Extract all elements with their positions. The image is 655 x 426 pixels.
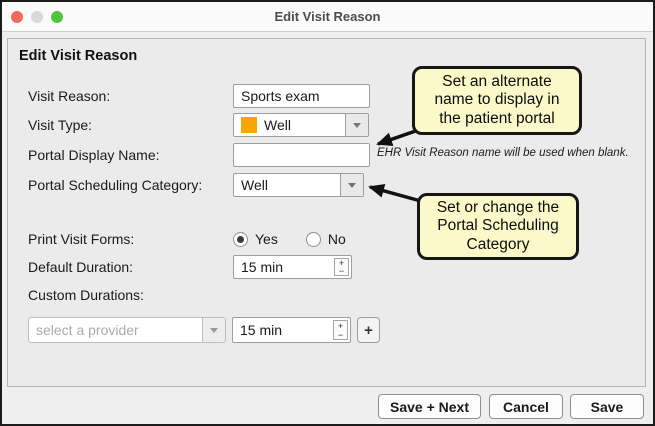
callout-portal-scheduling-category: Set or change the Portal Scheduling Cate…	[417, 193, 579, 260]
print-visit-forms-label: Print Visit Forms:	[28, 231, 135, 247]
chevron-down-icon	[353, 122, 361, 128]
custom-durations-label: Custom Durations:	[28, 287, 144, 303]
stepper-up-icon[interactable]: +	[337, 320, 344, 331]
visit-type-dropdown-button[interactable]	[345, 114, 368, 136]
chevron-down-icon	[210, 327, 218, 333]
radio-no[interactable]: No	[305, 231, 346, 247]
panel-heading: Edit Visit Reason	[19, 48, 138, 64]
visit-reason-input[interactable]	[233, 84, 370, 108]
window-title: Edit Visit Reason	[274, 9, 381, 24]
radio-no-label: No	[327, 231, 346, 247]
traffic-lights	[11, 11, 63, 23]
custom-duration-input[interactable]	[233, 318, 332, 342]
portal-display-name-input[interactable]	[233, 143, 370, 167]
radio-selected-icon[interactable]	[233, 231, 248, 247]
titlebar: Edit Visit Reason	[2, 2, 653, 32]
print-visit-forms-radio-group: Yes No	[233, 229, 346, 249]
provider-select-dropdown[interactable]: select a provider	[28, 317, 226, 343]
cancel-button[interactable]: Cancel	[489, 394, 563, 419]
visit-type-dropdown[interactable]: Well	[233, 113, 369, 137]
chevron-down-icon	[348, 182, 356, 188]
provider-select-dropdown-button[interactable]	[202, 318, 225, 342]
portal-scheduling-category-label: Portal Scheduling Category:	[28, 177, 203, 193]
visit-type-color-swatch	[241, 117, 257, 133]
save-button[interactable]: Save	[570, 394, 644, 419]
stepper-up-icon[interactable]: +	[338, 258, 345, 268]
provider-select-placeholder: select a provider	[36, 322, 139, 338]
portal-scheduling-category-dropdown[interactable]: Well	[233, 173, 364, 197]
edit-visit-reason-panel: Edit Visit Reason Visit Reason: Visit Ty…	[7, 38, 646, 387]
stepper-down-icon[interactable]: −	[337, 329, 344, 340]
default-duration-input[interactable]	[234, 256, 333, 278]
close-window-icon[interactable]	[11, 11, 23, 23]
zoom-window-icon[interactable]	[51, 11, 63, 23]
visit-reason-label: Visit Reason:	[28, 88, 111, 104]
default-duration-label: Default Duration:	[28, 259, 134, 275]
radio-yes[interactable]: Yes	[233, 231, 278, 247]
minimize-window-icon[interactable]	[31, 11, 43, 23]
add-custom-duration-button[interactable]: +	[357, 317, 380, 343]
portal-display-name-note: EHR Visit Reason name will be used when …	[377, 147, 629, 159]
radio-yes-label: Yes	[255, 231, 278, 247]
stepper-down-icon[interactable]: −	[338, 266, 345, 276]
custom-duration-stepper[interactable]: + −	[232, 317, 351, 343]
portal-display-name-label: Portal Display Name:	[28, 147, 160, 163]
visit-type-label: Visit Type:	[28, 117, 93, 133]
portal-scheduling-category-value: Well	[241, 177, 268, 193]
visit-type-value: Well	[264, 117, 291, 133]
default-duration-stepper[interactable]: + −	[233, 255, 352, 279]
save-next-button[interactable]: Save + Next	[378, 394, 481, 419]
callout-portal-display-name: Set an alternate name to display in the …	[412, 66, 582, 135]
radio-unselected-icon[interactable]	[305, 231, 321, 247]
portal-scheduling-category-dropdown-button[interactable]	[340, 174, 363, 196]
